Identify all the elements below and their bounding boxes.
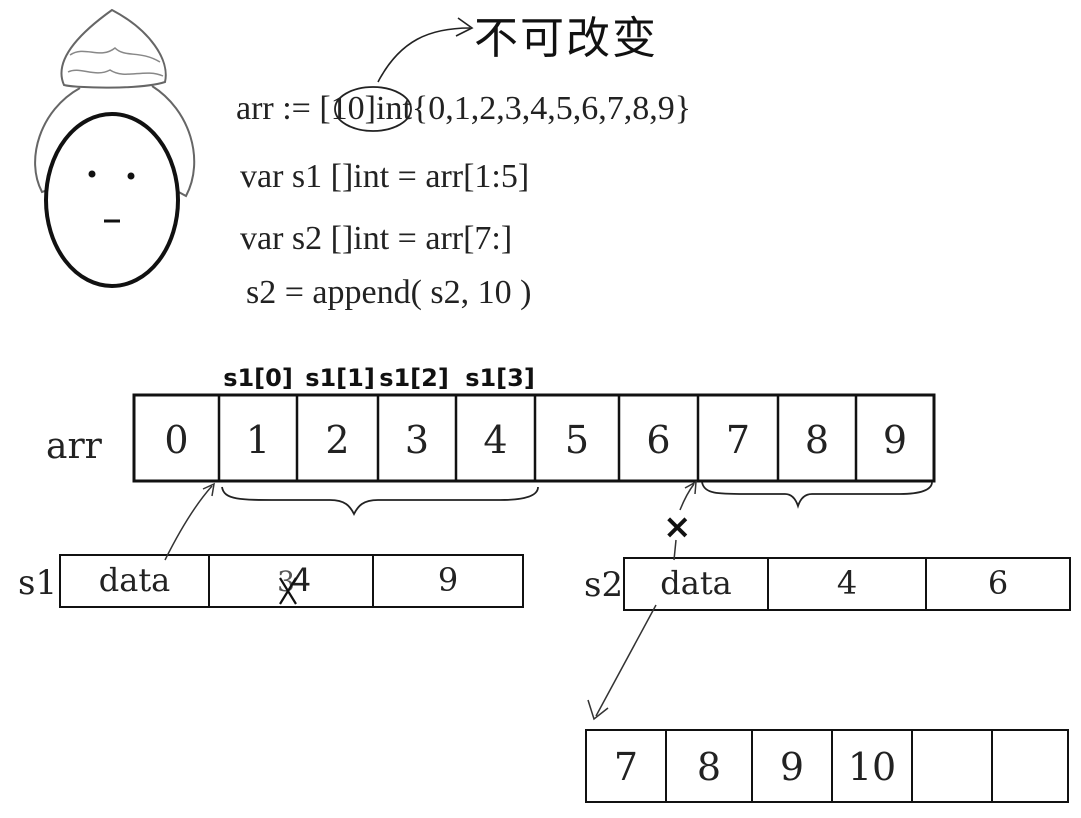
s2-new-pointer-arrow (595, 604, 657, 717)
s2-struct: data 4 6 (623, 557, 1071, 611)
arr-cell-8: 8 (805, 418, 829, 462)
strike-icon (279, 577, 297, 605)
s1-pointer-arrow (164, 485, 213, 561)
annotation-arrow (377, 27, 471, 83)
new-array-cell-1: 8 (697, 745, 721, 789)
arr-label: arr (46, 426, 103, 467)
index-label-3: s1[3] (465, 364, 535, 392)
s1-field-1: 4 (291, 561, 311, 599)
arr-index-labels: s1[0] s1[1]s1[2] s1[3] (223, 364, 535, 392)
new-array-cell-2: 9 (780, 745, 804, 789)
new-array-outline (585, 729, 1069, 803)
arr-cell-5: 5 (565, 418, 589, 462)
arr-cell-9: 9 (883, 418, 907, 462)
s1-field-2: 9 (438, 561, 458, 599)
code-line-s1: var s1 []int = arr[1:5] (240, 158, 530, 195)
arr-cell-4: 4 (483, 418, 507, 462)
arr-cell-7: 7 (726, 418, 750, 462)
index-label-2: s1[2] (379, 364, 449, 392)
egg-character-icon (34, 8, 196, 288)
arr-cell-0: 0 (164, 418, 188, 462)
code-line-arr: arr := [10]int{0,1,2,3,4,5,6,7,8,9} (236, 90, 692, 127)
s2-range-brace (701, 481, 933, 509)
arr-array: 0 1 2 3 4 5 6 7 8 9 (132, 393, 936, 483)
code-line-append: s2 = append( s2, 10 ) (246, 274, 532, 311)
code-line-s2: var s2 []int = arr[7:] (240, 220, 513, 257)
s1-outline (59, 554, 524, 608)
arr-cell-1: 1 (246, 418, 270, 462)
new-array: 7 8 9 10 (585, 729, 1069, 803)
new-array-cell-0: 7 (614, 745, 638, 789)
s2-field-2: 6 (988, 564, 1008, 602)
s2-field-0: data (660, 564, 732, 602)
index-label-0: s1[0] (223, 364, 293, 392)
s2-outline (623, 557, 1071, 611)
arr-cell-2: 2 (325, 418, 349, 462)
s2-label: s2 (584, 565, 623, 605)
cut-mark-icon: × (663, 507, 692, 547)
arr-cell-3: 3 (405, 418, 429, 462)
new-array-cell-3: 10 (848, 745, 896, 789)
s2-field-1: 4 (837, 564, 857, 602)
index-label-1: s1[1] (305, 364, 375, 392)
s1-old-value: 3 (277, 565, 295, 598)
s2-old-pointer-arrow (679, 483, 695, 511)
arr-cell-6: 6 (646, 418, 670, 462)
s1-field-0: data (99, 561, 171, 599)
immutable-title: 不可改变 (474, 13, 658, 64)
s1-range-brace (221, 486, 539, 517)
s1-struct: data 4 9 3 (59, 554, 524, 608)
highlight-ellipse (334, 86, 412, 132)
s1-label: s1 (18, 563, 57, 603)
